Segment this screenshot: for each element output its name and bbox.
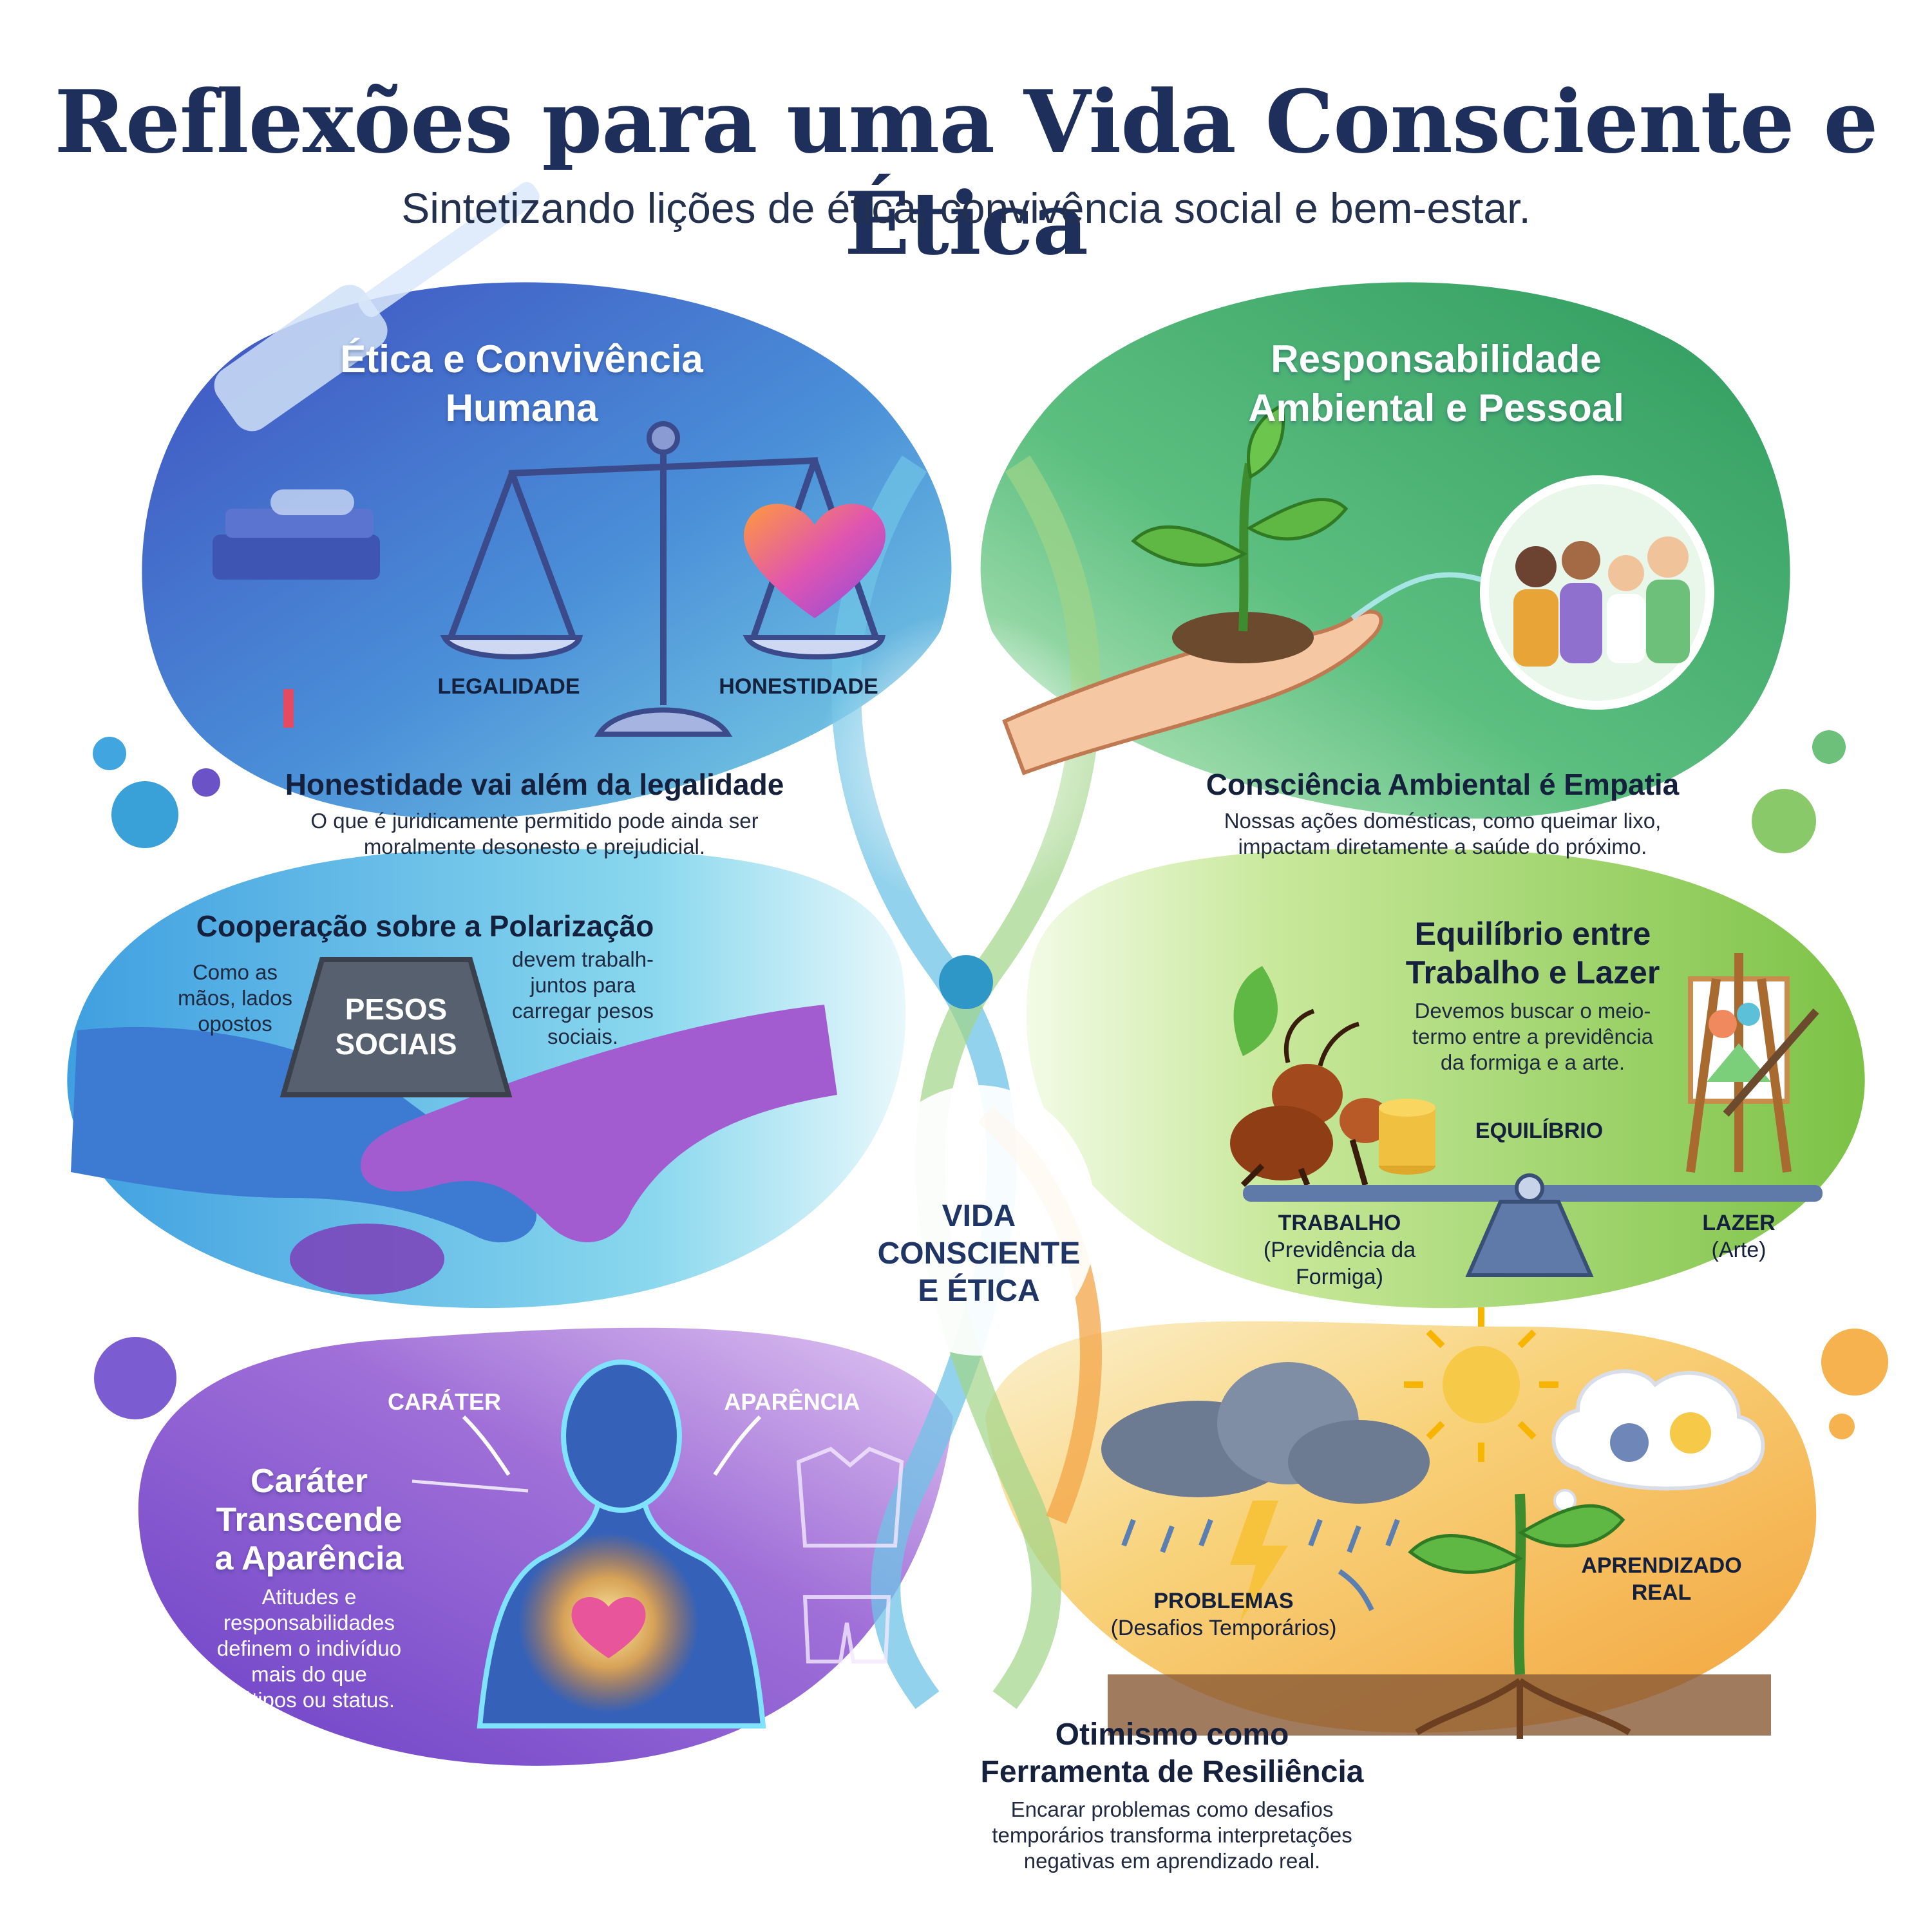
- center-label-line2: CONSCIENTE: [877, 1236, 1081, 1271]
- handshake-icon-purple: [361, 1005, 837, 1242]
- section-otimismo-heading: Otimismo como Ferramenta de Resiliência: [902, 1716, 1443, 1791]
- section-etica-title-line2: Humana: [445, 386, 598, 430]
- work-label-sub2: Formiga): [1295, 1265, 1384, 1289]
- cooperacao-left-line2: mãos, lados: [178, 986, 292, 1010]
- section-otimismo-heading-line2: Ferramenta de Resiliência: [980, 1755, 1364, 1789]
- storm-cloud-icon: [1101, 1362, 1430, 1504]
- glowing-heart-icon: [571, 1597, 646, 1658]
- social-weight-label: PESOS SOCIAIS: [309, 992, 483, 1061]
- honestidade-label: HONESTIDADE: [719, 674, 878, 699]
- learning-label-line1: APRENDIZADO: [1581, 1553, 1742, 1578]
- balance-label: EQUILÍBRIO: [1475, 1119, 1604, 1143]
- aparencia-label: APARÊNCIA: [724, 1388, 860, 1415]
- section-carater-body-line5: biótipos ou status.: [223, 1688, 395, 1712]
- section-etica-title: Ética e Convivência Humana: [258, 335, 786, 433]
- section-equilibrio-body: Devemos buscar o meio- termo entre a pre…: [1391, 998, 1674, 1075]
- leisure-label-sub: (Arte): [1711, 1238, 1766, 1262]
- section-equilibrio-body-line1: Devemos buscar o meio-: [1414, 999, 1651, 1023]
- work-label: TRABALHO (Previdência da Formiga): [1230, 1209, 1449, 1291]
- gavel-icon: [213, 182, 540, 728]
- thought-bubble-icon: [1551, 1369, 1765, 1491]
- section-carater-body-line1: Atitudes e: [261, 1585, 357, 1609]
- section-etica-body-line2: moralmente desonesto e prejudicial.: [363, 835, 706, 858]
- section-carater-heading-line2: Transcende: [216, 1501, 402, 1539]
- section-otimismo-body-line2: temporários transforma interpretações: [992, 1823, 1352, 1847]
- clothing-icon: [796, 1446, 904, 1663]
- family-people-icon: [1513, 536, 1690, 667]
- section-ambiental-title: Responsabilidade Ambiental e Pessoal: [1159, 335, 1713, 433]
- section-ambiental-body-line1: Nossas ações domésticas, como queimar li…: [1224, 809, 1662, 833]
- sun-icon: [1443, 1346, 1520, 1423]
- cooperacao-right-line2: juntos para: [530, 973, 636, 997]
- section-carater-body-line2: responsabilidades: [223, 1611, 395, 1634]
- section-equilibrio-heading-line2: Trabalho e Lazer: [1405, 954, 1660, 990]
- section-etica-body-line1: O que é juridicamente permitido pode ain…: [310, 809, 759, 833]
- carater-label: CARÁTER: [388, 1388, 501, 1415]
- section-equilibrio-heading-line1: Equilíbrio entre: [1414, 916, 1651, 952]
- sprout-roots-icon: [1408, 1493, 1631, 1739]
- coins-icon: [1379, 1099, 1435, 1175]
- lightbulb-icon: [1670, 1412, 1711, 1454]
- cooperacao-right-text: devem trabalh- juntos para carregar peso…: [496, 947, 670, 1050]
- section-carater-heading: Caráter Transcende a Aparência: [187, 1462, 431, 1578]
- problems-label-sub: (Desafios Temporários): [1110, 1616, 1337, 1640]
- social-weight-icon: [279, 957, 513, 1097]
- section-otimismo-body: Encarar problemas como desafios temporár…: [902, 1797, 1443, 1874]
- section-equilibrio-body-line3: da formiga e a arte.: [1440, 1050, 1625, 1074]
- legalidade-label: LEGALIDADE: [437, 674, 580, 699]
- section-ambiental-title-line1: Responsabilidade: [1271, 337, 1602, 381]
- social-weight-line2: SOCIAIS: [335, 1027, 457, 1061]
- section-ambiental-body-line2: impactam diretamente a saúde do próximo.: [1238, 835, 1647, 858]
- work-label-sub1: (Previdência da: [1263, 1238, 1416, 1262]
- learning-label: APRENDIZADO REAL: [1565, 1552, 1758, 1606]
- cooperacao-right-line1: devem trabalh-: [511, 947, 654, 971]
- cooperacao-right-line3: carregar pesos: [511, 999, 654, 1023]
- section-otimismo-body-line1: Encarar problemas como desafios: [1010, 1797, 1334, 1821]
- problems-label: PROBLEMAS (Desafios Temporários): [1082, 1587, 1365, 1642]
- section-ambiental-heading: Consciência Ambiental é Empatia: [1206, 768, 1680, 801]
- learning-label-line2: REAL: [1631, 1580, 1692, 1605]
- section-otimismo-body-line3: negativas em aprendizado real.: [1023, 1849, 1321, 1873]
- center-label-line3: E ÉTICA: [918, 1274, 1040, 1308]
- center-label: VIDA CONSCIENTE E ÉTICA: [857, 1198, 1101, 1310]
- heart-icon: [743, 504, 886, 618]
- section-cooperacao-heading: Cooperação sobre a Polarização: [196, 909, 654, 943]
- section-equilibrio-heading: Equilíbrio entre Trabalho e Lazer: [1372, 914, 1694, 992]
- section-carater-heading-line3: a Aparência: [214, 1540, 404, 1577]
- section-etica-title-line1: Ética e Convivência: [340, 337, 703, 381]
- section-etica-heading: Honestidade vai além da legalidade: [285, 768, 784, 801]
- lightning-icon: [1230, 1501, 1288, 1623]
- section-etica-body: O que é juridicamente permitido pode ain…: [213, 808, 857, 860]
- section-carater-body: Atitudes e responsabilidades definem o i…: [193, 1584, 425, 1713]
- section-ambiental-body: Nossas ações domésticas, como queimar li…: [1095, 808, 1790, 860]
- center-label-line1: VIDA: [942, 1199, 1016, 1233]
- section-otimismo-heading-line1: Otimismo como: [1055, 1718, 1289, 1752]
- social-weight-line1: PESOS: [345, 992, 448, 1026]
- panel-etica: [142, 282, 952, 819]
- easel-icon: [1686, 953, 1819, 1173]
- cooperacao-left-text: Como as mãos, lados opostos: [161, 960, 309, 1037]
- page-title: Reflexões para uma Vida Consciente e Éti…: [54, 71, 1878, 274]
- leisure-label: LAZER (Arte): [1662, 1209, 1816, 1264]
- cooperacao-left-line3: opostos: [198, 1012, 272, 1036]
- rain-icon: [1121, 1519, 1400, 1553]
- cooperacao-left-line1: Como as: [192, 960, 278, 984]
- sprout-icon: [1131, 403, 1349, 632]
- cooperacao-right-line4: sociais.: [547, 1025, 619, 1048]
- leisure-label-title: LAZER: [1702, 1211, 1776, 1235]
- section-equilibrio-body-line2: termo entre a previdência: [1412, 1025, 1654, 1048]
- section-ambiental-title-line2: Ambiental e Pessoal: [1248, 386, 1624, 430]
- page-subtitle: Sintetizando lições de ética, convivênci…: [401, 184, 1531, 232]
- problems-label-title: PROBLEMAS: [1153, 1589, 1294, 1613]
- section-carater-body-line3: definem o indivíduo: [216, 1636, 402, 1660]
- ant-icon: [1230, 1009, 1391, 1188]
- work-label-title: TRABALHO: [1278, 1211, 1401, 1235]
- section-carater-heading-line1: Caráter: [250, 1463, 368, 1500]
- section-carater-body-line4: mais do que: [251, 1662, 367, 1686]
